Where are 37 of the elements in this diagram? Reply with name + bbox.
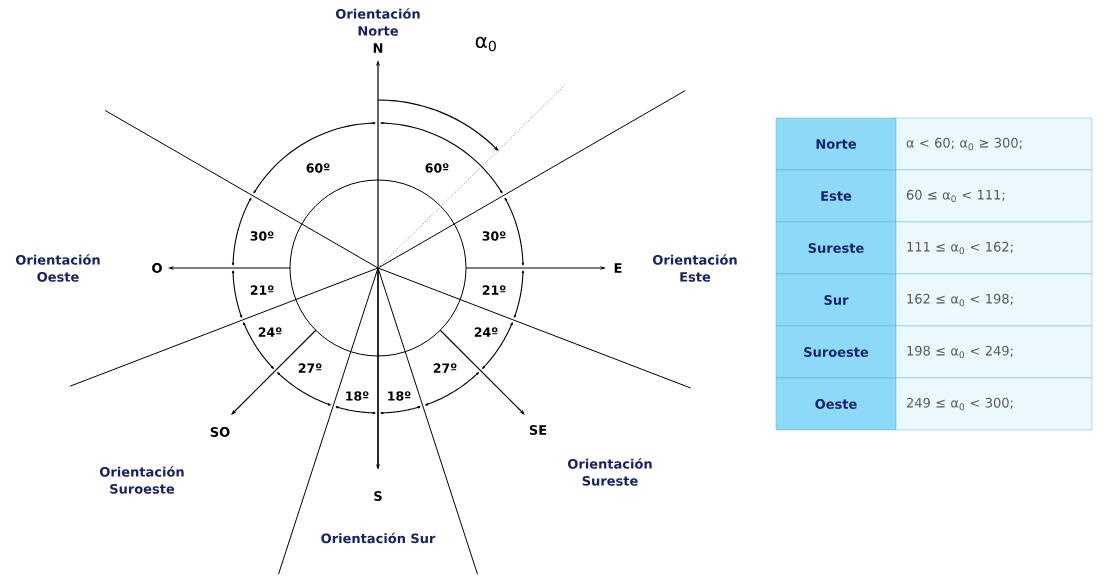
angle-label: 60º: [306, 163, 330, 173]
table-cell: Norte: [775, 117, 897, 171]
table-cell: 249 ≤ α$_{0}$ < 300;: [895, 377, 1093, 431]
table-cell: 162 ≤ α$_{0}$ < 198;: [895, 273, 1093, 327]
table-cell: 111 ≤ α$_{0}$ < 162;: [895, 221, 1093, 275]
compass-letter: SO: [210, 427, 230, 437]
angle-label: 30º: [250, 231, 274, 241]
compass-letter: S: [374, 491, 382, 501]
angle-label: 18º: [388, 391, 411, 401]
angle-label: 60º: [425, 163, 449, 173]
table-cell: Sur: [775, 273, 897, 327]
direction-label: Orientación Norte: [336, 8, 420, 36]
angle-label: 30º: [482, 231, 506, 241]
direction-label: Orientación Este: [653, 254, 737, 282]
compass-letter: E: [614, 263, 622, 273]
compass-letter: O: [152, 263, 162, 273]
angle-symbol: α$_{0}$: [475, 36, 496, 52]
direction-label: Orientación Oeste: [16, 254, 100, 282]
table-cell: Sureste: [775, 221, 897, 275]
angle-label: 21º: [482, 285, 506, 295]
direction-label: Orientación Suroeste: [100, 466, 184, 494]
direction-label: Orientación Sureste: [568, 458, 652, 486]
table-cell: 198 ≤ α$_{0}$ < 249;: [895, 325, 1093, 379]
table-cell: Oeste: [775, 377, 897, 431]
table-cell: 60 ≤ α$_{0}$ < 111;: [895, 169, 1093, 223]
table-cell: Este: [775, 169, 897, 223]
angle-label: 18º: [346, 391, 369, 401]
direction-label: Orientación Sur: [321, 532, 436, 544]
angle-label: 27º: [298, 363, 322, 373]
compass-letter: N: [373, 43, 383, 53]
compass-letter: SE: [529, 425, 547, 435]
angle-label: 21º: [250, 285, 274, 295]
table-cell: Suroeste: [775, 325, 897, 379]
angle-label: 24º: [258, 327, 282, 337]
angle-label: 24º: [474, 327, 498, 337]
table-cell: α < 60; α$_{0}$ ≥ 300;: [895, 117, 1093, 171]
angle-label: 27º: [433, 363, 457, 373]
